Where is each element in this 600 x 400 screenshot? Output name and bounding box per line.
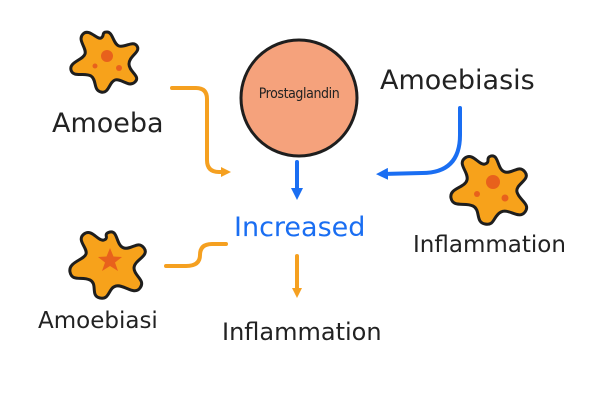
prostaglandin-label: Prostaglandin <box>258 86 340 102</box>
prostaglandin-circle <box>239 38 359 158</box>
amoebiasi-to-increased-connector <box>164 242 228 268</box>
inflammation-bottom-label: Inflammation <box>222 318 382 346</box>
increased-label: Increased <box>234 212 366 243</box>
amoebiasi-label: Amoebiasi <box>38 308 158 334</box>
amoeba-icon <box>449 154 529 226</box>
amoebiasis-to-increased-arrow <box>376 106 462 180</box>
amoebiasis-label: Amoebiasis <box>380 65 535 96</box>
inflammation-right-label: Inflammation <box>413 232 566 258</box>
amoeba-icon <box>69 30 140 94</box>
amoeba-to-increased-arrow <box>170 86 231 177</box>
amoeba-star-icon <box>68 230 147 300</box>
amoeba-label: Amoeba <box>52 108 164 139</box>
